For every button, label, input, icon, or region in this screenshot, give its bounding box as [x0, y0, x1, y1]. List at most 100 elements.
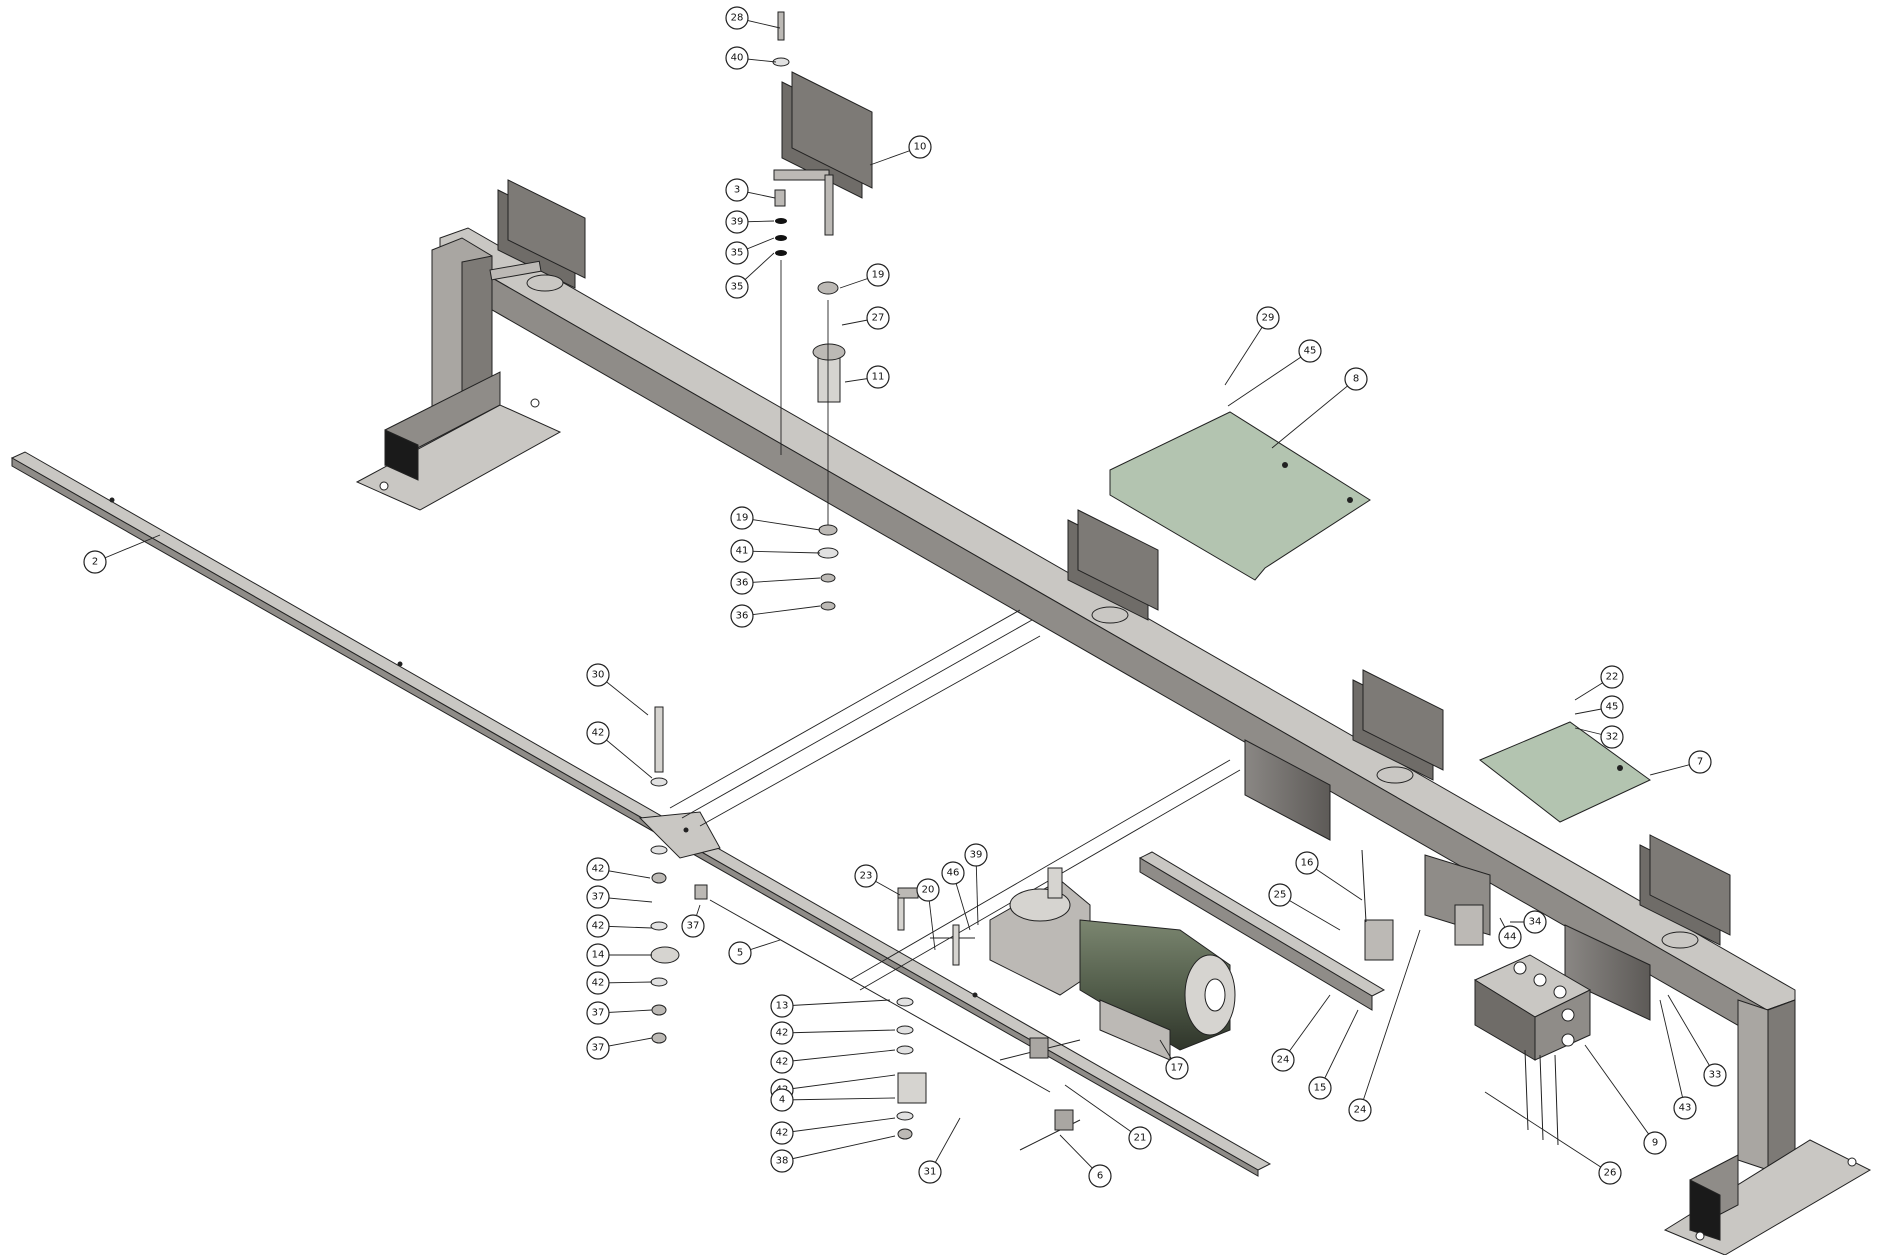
balloon-label: 11	[872, 372, 885, 383]
balloon-36: 36	[730, 604, 754, 628]
long-bar	[10, 451, 1272, 1177]
balloon-label: 5	[737, 948, 743, 959]
balloon-19: 19	[866, 263, 890, 287]
balloon-callouts: 2840103393535192711294582194136363042224…	[83, 6, 1727, 1188]
balloon-label: 41	[736, 546, 749, 557]
balloon-33: 33	[1703, 1063, 1727, 1087]
balloon-37: 37	[681, 914, 705, 938]
balloon-label: 25	[1274, 890, 1287, 901]
balloon-label: 10	[914, 142, 927, 153]
leader-line	[597, 732, 653, 779]
balloon-label: 21	[1134, 1133, 1147, 1144]
balloon-41: 41	[730, 539, 754, 563]
balloon-45: 45	[1298, 339, 1322, 363]
balloon-label: 29	[1262, 313, 1275, 324]
balloon-label: 32	[1606, 732, 1619, 743]
leader-line	[94, 534, 161, 563]
leader-line	[781, 1049, 896, 1063]
balloon-label: 37	[687, 921, 700, 932]
balloon-16: 16	[1295, 851, 1319, 875]
balloon-label: 37	[592, 892, 605, 903]
balloon-label: 45	[1606, 702, 1619, 713]
leader-line	[975, 854, 979, 926]
balloon-31: 31	[918, 1160, 942, 1184]
balloon-label: 37	[592, 1008, 605, 1019]
balloon-label: 23	[860, 871, 873, 882]
balloon-label: 42	[776, 1028, 789, 1039]
leader-line	[1359, 929, 1421, 1111]
balloon-37: 37	[586, 1036, 610, 1060]
balloon-label: 39	[731, 217, 744, 228]
cover-plate-7	[1479, 721, 1651, 823]
balloon-45: 45	[1600, 695, 1624, 719]
balloon-37: 37	[586, 885, 610, 909]
balloon-label: 44	[1504, 932, 1517, 943]
junction-box	[1473, 954, 1592, 1146]
leader-line	[741, 550, 821, 554]
balloon-42: 42	[586, 721, 610, 745]
balloon-label: 31	[924, 1167, 937, 1178]
balloon-32: 32	[1600, 725, 1624, 749]
balloon-label: 39	[970, 850, 983, 861]
balloon-label: 6	[1097, 1171, 1103, 1182]
balloon-42: 42	[770, 1050, 794, 1074]
balloon-5: 5	[728, 941, 752, 965]
balloon-label: 33	[1709, 1070, 1722, 1081]
leader-line	[781, 1117, 896, 1134]
balloon-label: 24	[1277, 1055, 1290, 1066]
balloon-39: 39	[964, 843, 988, 867]
main-beam	[439, 227, 1796, 1043]
balloon-2: 2	[83, 550, 107, 574]
balloon-21: 21	[1128, 1126, 1152, 1150]
balloon-label: 37	[592, 1043, 605, 1054]
balloon-label: 42	[776, 1057, 789, 1068]
balloon-40: 40	[725, 46, 749, 70]
balloon-label: 42	[776, 1128, 789, 1139]
balloon-label: 28	[731, 13, 744, 24]
balloon-label: 38	[776, 1156, 789, 1167]
balloon-7: 7	[1688, 750, 1712, 774]
balloon-label: 9	[1652, 1138, 1658, 1149]
guide-plates	[489, 71, 1731, 949]
right-leg	[1663, 999, 1872, 1255]
balloon-label: 35	[731, 248, 744, 259]
balloon-label: 34	[1529, 917, 1542, 928]
leader-line	[1667, 994, 1716, 1076]
balloon-34: 34	[1523, 910, 1547, 934]
guide-plate-3	[1352, 669, 1444, 784]
balloon-42: 42	[586, 971, 610, 995]
balloon-label: 36	[736, 578, 749, 589]
balloon-20: 20	[916, 878, 940, 902]
balloon-label: 42	[592, 921, 605, 932]
limit-switches	[1361, 849, 1491, 961]
balloon-label: 4	[779, 1095, 785, 1106]
balloon-label: 20	[922, 885, 935, 896]
balloon-22: 22	[1600, 665, 1624, 689]
balloon-43: 43	[1673, 1096, 1697, 1120]
balloon-label: 13	[776, 1001, 789, 1012]
balloon-37: 37	[586, 1001, 610, 1025]
leader-line	[781, 1029, 896, 1034]
balloon-label: 26	[1604, 1168, 1617, 1179]
balloon-23: 23	[854, 864, 878, 888]
balloon-3: 3	[725, 178, 749, 202]
balloon-44: 44	[1498, 925, 1522, 949]
balloon-27: 27	[866, 306, 890, 330]
balloon-label: 19	[872, 270, 885, 281]
balloon-label: 42	[592, 728, 605, 739]
balloon-label: 7	[1697, 757, 1703, 768]
balloon-42: 42	[586, 857, 610, 881]
balloon-29: 29	[1256, 306, 1280, 330]
balloon-label: 30	[592, 670, 605, 681]
leader-line	[1224, 317, 1269, 386]
gear-motor	[989, 867, 1236, 1061]
pivot-stack-hardware	[772, 11, 846, 611]
balloon-25: 25	[1268, 883, 1292, 907]
leader-line	[1484, 1091, 1611, 1174]
balloon-36: 36	[730, 571, 754, 595]
balloon-19: 19	[730, 506, 754, 530]
cover-plate-8	[1109, 411, 1371, 581]
guide-plate-1	[489, 179, 586, 292]
balloon-35: 35	[725, 275, 749, 299]
